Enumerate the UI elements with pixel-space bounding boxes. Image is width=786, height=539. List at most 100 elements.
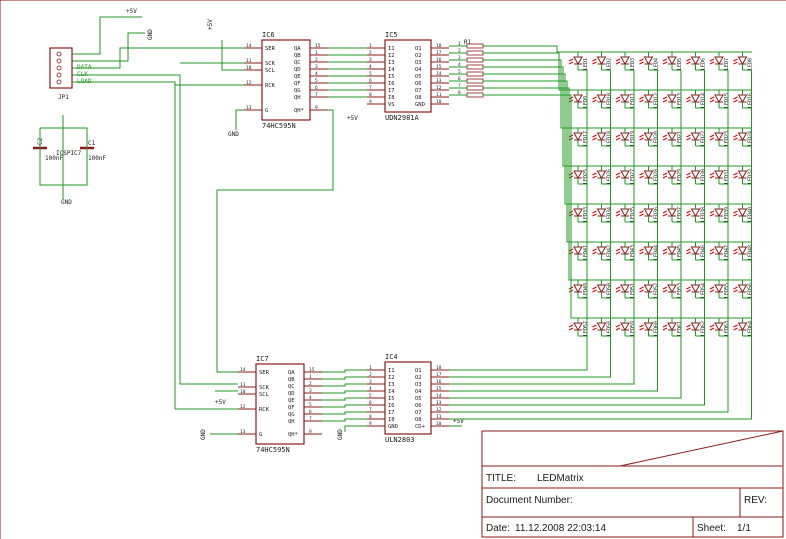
- ic7-right-pin-number: 6: [309, 409, 312, 415]
- led-arrow: [568, 327, 574, 331]
- led-arrow: [733, 175, 738, 179]
- led-arrow: [733, 210, 738, 214]
- ic6-right-pin-name: QA: [294, 46, 301, 52]
- led-label: LED1: [583, 58, 589, 70]
- row-feed-wire: [483, 45, 574, 53]
- led-arrow: [686, 175, 691, 179]
- ic6-right-pin-number: 5: [315, 78, 318, 84]
- led-arrow: [615, 172, 621, 176]
- led-arrow: [615, 248, 621, 252]
- ic4-body: [384, 361, 432, 435]
- led-triangle: [596, 170, 607, 180]
- ic5-left-pin-number: 4: [369, 64, 372, 70]
- ic7-right-pin-number: 7: [309, 416, 312, 422]
- led-triangle: [573, 170, 583, 180]
- led: LED50: [592, 280, 613, 299]
- ic5-right-pin-name: O5: [415, 74, 422, 80]
- led-arrow: [592, 248, 597, 252]
- ic7-to-ic4-bus: [322, 397, 367, 401]
- led-arrow: [639, 134, 644, 138]
- ic4-right-pin-name: CD+: [415, 424, 426, 430]
- led-triangle: [737, 208, 748, 218]
- led-triangle: [690, 322, 701, 332]
- led-arrow: [639, 175, 644, 179]
- led: LED36: [639, 204, 660, 223]
- ic4-left-pin-name: I2: [388, 375, 395, 381]
- led-label: LED63: [724, 321, 730, 336]
- led-triangle: [620, 132, 630, 142]
- led-triangle: [596, 132, 607, 142]
- ic5-right-pin-number: 11: [436, 92, 442, 98]
- led-triangle: [596, 284, 607, 294]
- led-triangle: [737, 246, 748, 256]
- led-arrow: [686, 324, 691, 328]
- led-triangle: [573, 246, 583, 256]
- ic4-right-pin-name: O8: [415, 417, 422, 423]
- led-arrow: [639, 248, 644, 252]
- led-arrow: [686, 248, 691, 252]
- led-label: LED15: [724, 93, 730, 108]
- led-triangle: [737, 170, 748, 180]
- led-arrow: [686, 96, 691, 100]
- led: LED64: [733, 318, 754, 337]
- vcc-label: +5V: [126, 8, 137, 15]
- ic5-right-pin-number: 18: [436, 43, 442, 49]
- column-bus: [449, 70, 705, 406]
- led: LED59: [615, 318, 636, 337]
- led-label: LED64: [748, 321, 754, 336]
- led: LED61: [662, 318, 683, 337]
- title-block-corner-line: [619, 430, 784, 467]
- ic5-left-pin-name: I7: [388, 88, 395, 94]
- led-triangle: [667, 94, 677, 104]
- led-label: LED7: [724, 58, 730, 70]
- led-triangle: [667, 322, 677, 332]
- ic4-right-pin-name: O7: [415, 410, 422, 416]
- led: LED37: [662, 204, 683, 223]
- ic4-right-pin-name: O3: [415, 382, 422, 388]
- led: LED62: [686, 318, 707, 337]
- gnd-wire: [66, 32, 145, 62]
- led-arrow: [662, 61, 668, 65]
- led-triangle: [643, 170, 654, 180]
- resistor-pin-number: 3: [458, 55, 461, 61]
- led-label: LED56: [748, 283, 754, 298]
- led-arrow: [662, 289, 668, 293]
- led-label: LED22: [701, 131, 707, 146]
- led: LED6: [686, 52, 707, 71]
- led-label: LED34: [607, 207, 613, 222]
- ic5-left-pin-name: I4: [388, 67, 395, 73]
- led: LED12: [639, 90, 660, 109]
- ic6-left-pin-name: SCL: [265, 68, 276, 74]
- led-arrow: [709, 99, 715, 103]
- led-arrow: [639, 289, 644, 293]
- led-arrow: [615, 58, 621, 62]
- led-arrow: [709, 137, 715, 141]
- ic4-left-pin-name: GND: [388, 424, 398, 430]
- led-arrow: [592, 137, 597, 141]
- ic4-left-pin-name: I7: [388, 410, 395, 416]
- led-arrow: [639, 96, 644, 100]
- resistor-pin-number: 1: [458, 41, 461, 47]
- resistor-element: [466, 92, 484, 98]
- ic5-left-pin-name: I3: [388, 60, 395, 66]
- led-label: LED18: [607, 131, 613, 146]
- led-label: LED12: [654, 93, 660, 108]
- led-arrow: [709, 248, 715, 252]
- date-label: Date:: [486, 523, 510, 534]
- ic7-to-ic4-bus: [322, 411, 367, 415]
- led: LED49: [568, 280, 589, 299]
- ic6-right-pin-name: QE: [294, 74, 301, 80]
- led-arrow: [733, 96, 738, 100]
- led-arrow: [639, 172, 644, 176]
- ic7-right-pin-name: QA: [288, 370, 295, 376]
- led-triangle: [667, 56, 677, 66]
- resistor-element: [466, 78, 484, 84]
- led-arrow: [592, 61, 597, 65]
- jp1-net-label: LOAD: [77, 78, 92, 85]
- row-feed-wire: [483, 66, 574, 167]
- led-label: LED20: [654, 131, 660, 146]
- resistor-element: [466, 64, 484, 70]
- led-label: LED42: [607, 245, 613, 260]
- led: LED55: [709, 280, 730, 299]
